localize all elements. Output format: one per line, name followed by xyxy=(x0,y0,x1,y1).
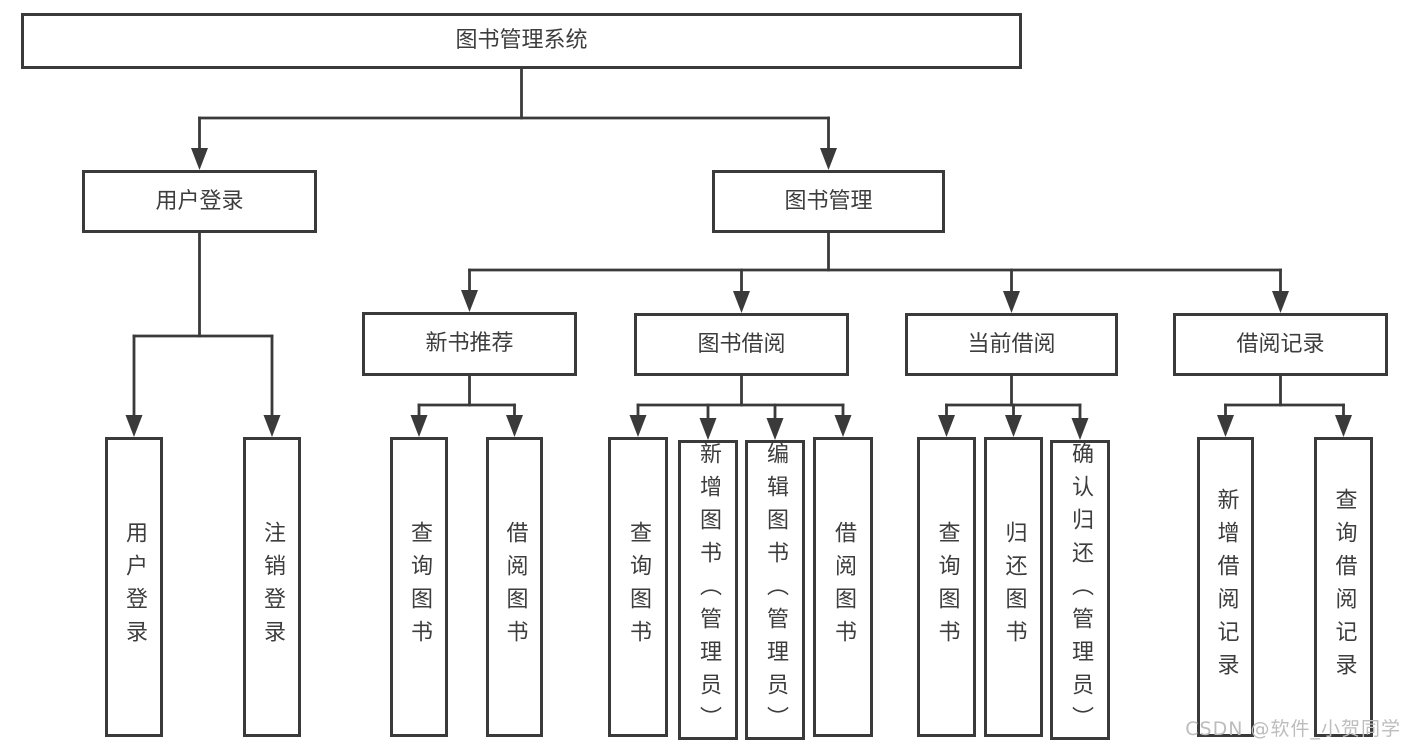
node-label-leaf-add-book: 新增图书（管理员） xyxy=(696,441,721,739)
node-label-leaf-edit-book: 编辑图书（管理员） xyxy=(763,441,788,739)
node-book-borrow: 图书借阅 xyxy=(634,313,849,376)
connector-user-login xyxy=(125,231,281,437)
connector-root xyxy=(191,67,837,170)
connector-book-mgmt xyxy=(461,231,1289,313)
node-borrow-records: 借阅记录 xyxy=(1173,313,1388,376)
arrowhead-icon xyxy=(1005,415,1022,437)
arrowhead-icon xyxy=(733,291,750,313)
node-leaf-return-book: 归还图书 xyxy=(984,437,1043,737)
arrowhead-icon xyxy=(938,415,955,437)
node-user-login: 用户登录 xyxy=(82,170,317,233)
arrowhead-icon xyxy=(1272,291,1289,313)
node-leaf-query-borrow-record: 查询借阅记录 xyxy=(1314,437,1373,737)
node-label-leaf-borrow-book-2: 借阅图书 xyxy=(831,521,856,653)
node-label-leaf-query-book-2: 查询图书 xyxy=(626,521,651,653)
node-leaf-query-book-1: 查询图书 xyxy=(390,437,448,737)
arrowhead-icon xyxy=(1217,415,1234,437)
node-label-leaf-query-book-1: 查询图书 xyxy=(407,521,432,653)
node-root: 图书管理系统 xyxy=(21,13,1022,69)
node-leaf-edit-book: 编辑图书（管理员） xyxy=(745,440,805,740)
arrowhead-icon xyxy=(410,415,428,437)
arrowhead-icon xyxy=(263,415,281,437)
connector-borrow-records xyxy=(1217,374,1352,437)
connector-book-borrow xyxy=(629,374,852,440)
node-label-book-mgmt: 图书管理 xyxy=(784,188,873,214)
node-label-leaf-query-book-3: 查询图书 xyxy=(934,521,960,653)
node-label-leaf-return-book: 归还图书 xyxy=(1001,521,1027,653)
arrowhead-icon xyxy=(506,415,523,437)
node-leaf-borrow-book-1: 借阅图书 xyxy=(486,437,543,737)
node-label-borrow-records: 借阅记录 xyxy=(1236,331,1325,357)
node-leaf-borrow-book-2: 借阅图书 xyxy=(813,437,873,737)
node-label-leaf-confirm-return: 确认归还（管理员） xyxy=(1068,441,1093,739)
arrowhead-icon xyxy=(1335,415,1352,437)
node-label-current-borrow: 当前借阅 xyxy=(967,331,1056,357)
node-label-leaf-user-login: 用户登录 xyxy=(122,521,147,653)
node-label-leaf-logout: 注销登录 xyxy=(260,521,285,653)
node-label-user-login: 用户登录 xyxy=(155,188,244,214)
node-label-new-book-rec: 新书推荐 xyxy=(425,331,514,356)
connector-new-book-rec xyxy=(410,374,523,437)
node-label-leaf-add-borrow-record: 新增借阅记录 xyxy=(1213,488,1239,686)
node-leaf-user-login: 用户登录 xyxy=(105,437,163,737)
arrowhead-icon xyxy=(125,415,143,437)
node-book-mgmt: 图书管理 xyxy=(712,170,945,233)
node-label-leaf-borrow-book-1: 借阅图书 xyxy=(502,521,528,653)
node-leaf-add-borrow-record: 新增借阅记录 xyxy=(1197,437,1254,737)
arrowhead-icon xyxy=(1003,291,1020,313)
arrowhead-icon xyxy=(191,148,208,170)
node-leaf-query-book-3: 查询图书 xyxy=(917,437,976,737)
arrowhead-icon xyxy=(766,418,784,440)
arrowhead-icon xyxy=(834,415,852,437)
arrowhead-icon xyxy=(699,418,717,440)
node-label-book-borrow: 图书借阅 xyxy=(697,331,786,357)
node-leaf-add-book: 新增图书（管理员） xyxy=(678,440,738,740)
node-new-book-rec: 新书推荐 xyxy=(362,312,577,376)
node-leaf-logout: 注销登录 xyxy=(243,437,301,737)
arrowhead-icon xyxy=(629,415,647,437)
connector-current-borrow xyxy=(938,374,1089,440)
arrowhead-icon xyxy=(820,148,837,170)
node-leaf-confirm-return: 确认归还（管理员） xyxy=(1050,440,1110,740)
node-leaf-query-book-2: 查询图书 xyxy=(608,437,668,737)
arrowhead-icon xyxy=(461,290,478,312)
node-label-root: 图书管理系统 xyxy=(455,28,588,53)
watermark-text: CSDN @软件_小贺同学 xyxy=(1185,718,1401,740)
node-label-leaf-query-borrow-record: 查询借阅记录 xyxy=(1331,488,1357,686)
node-current-borrow: 当前借阅 xyxy=(905,313,1118,376)
arrowhead-icon xyxy=(1071,418,1089,440)
